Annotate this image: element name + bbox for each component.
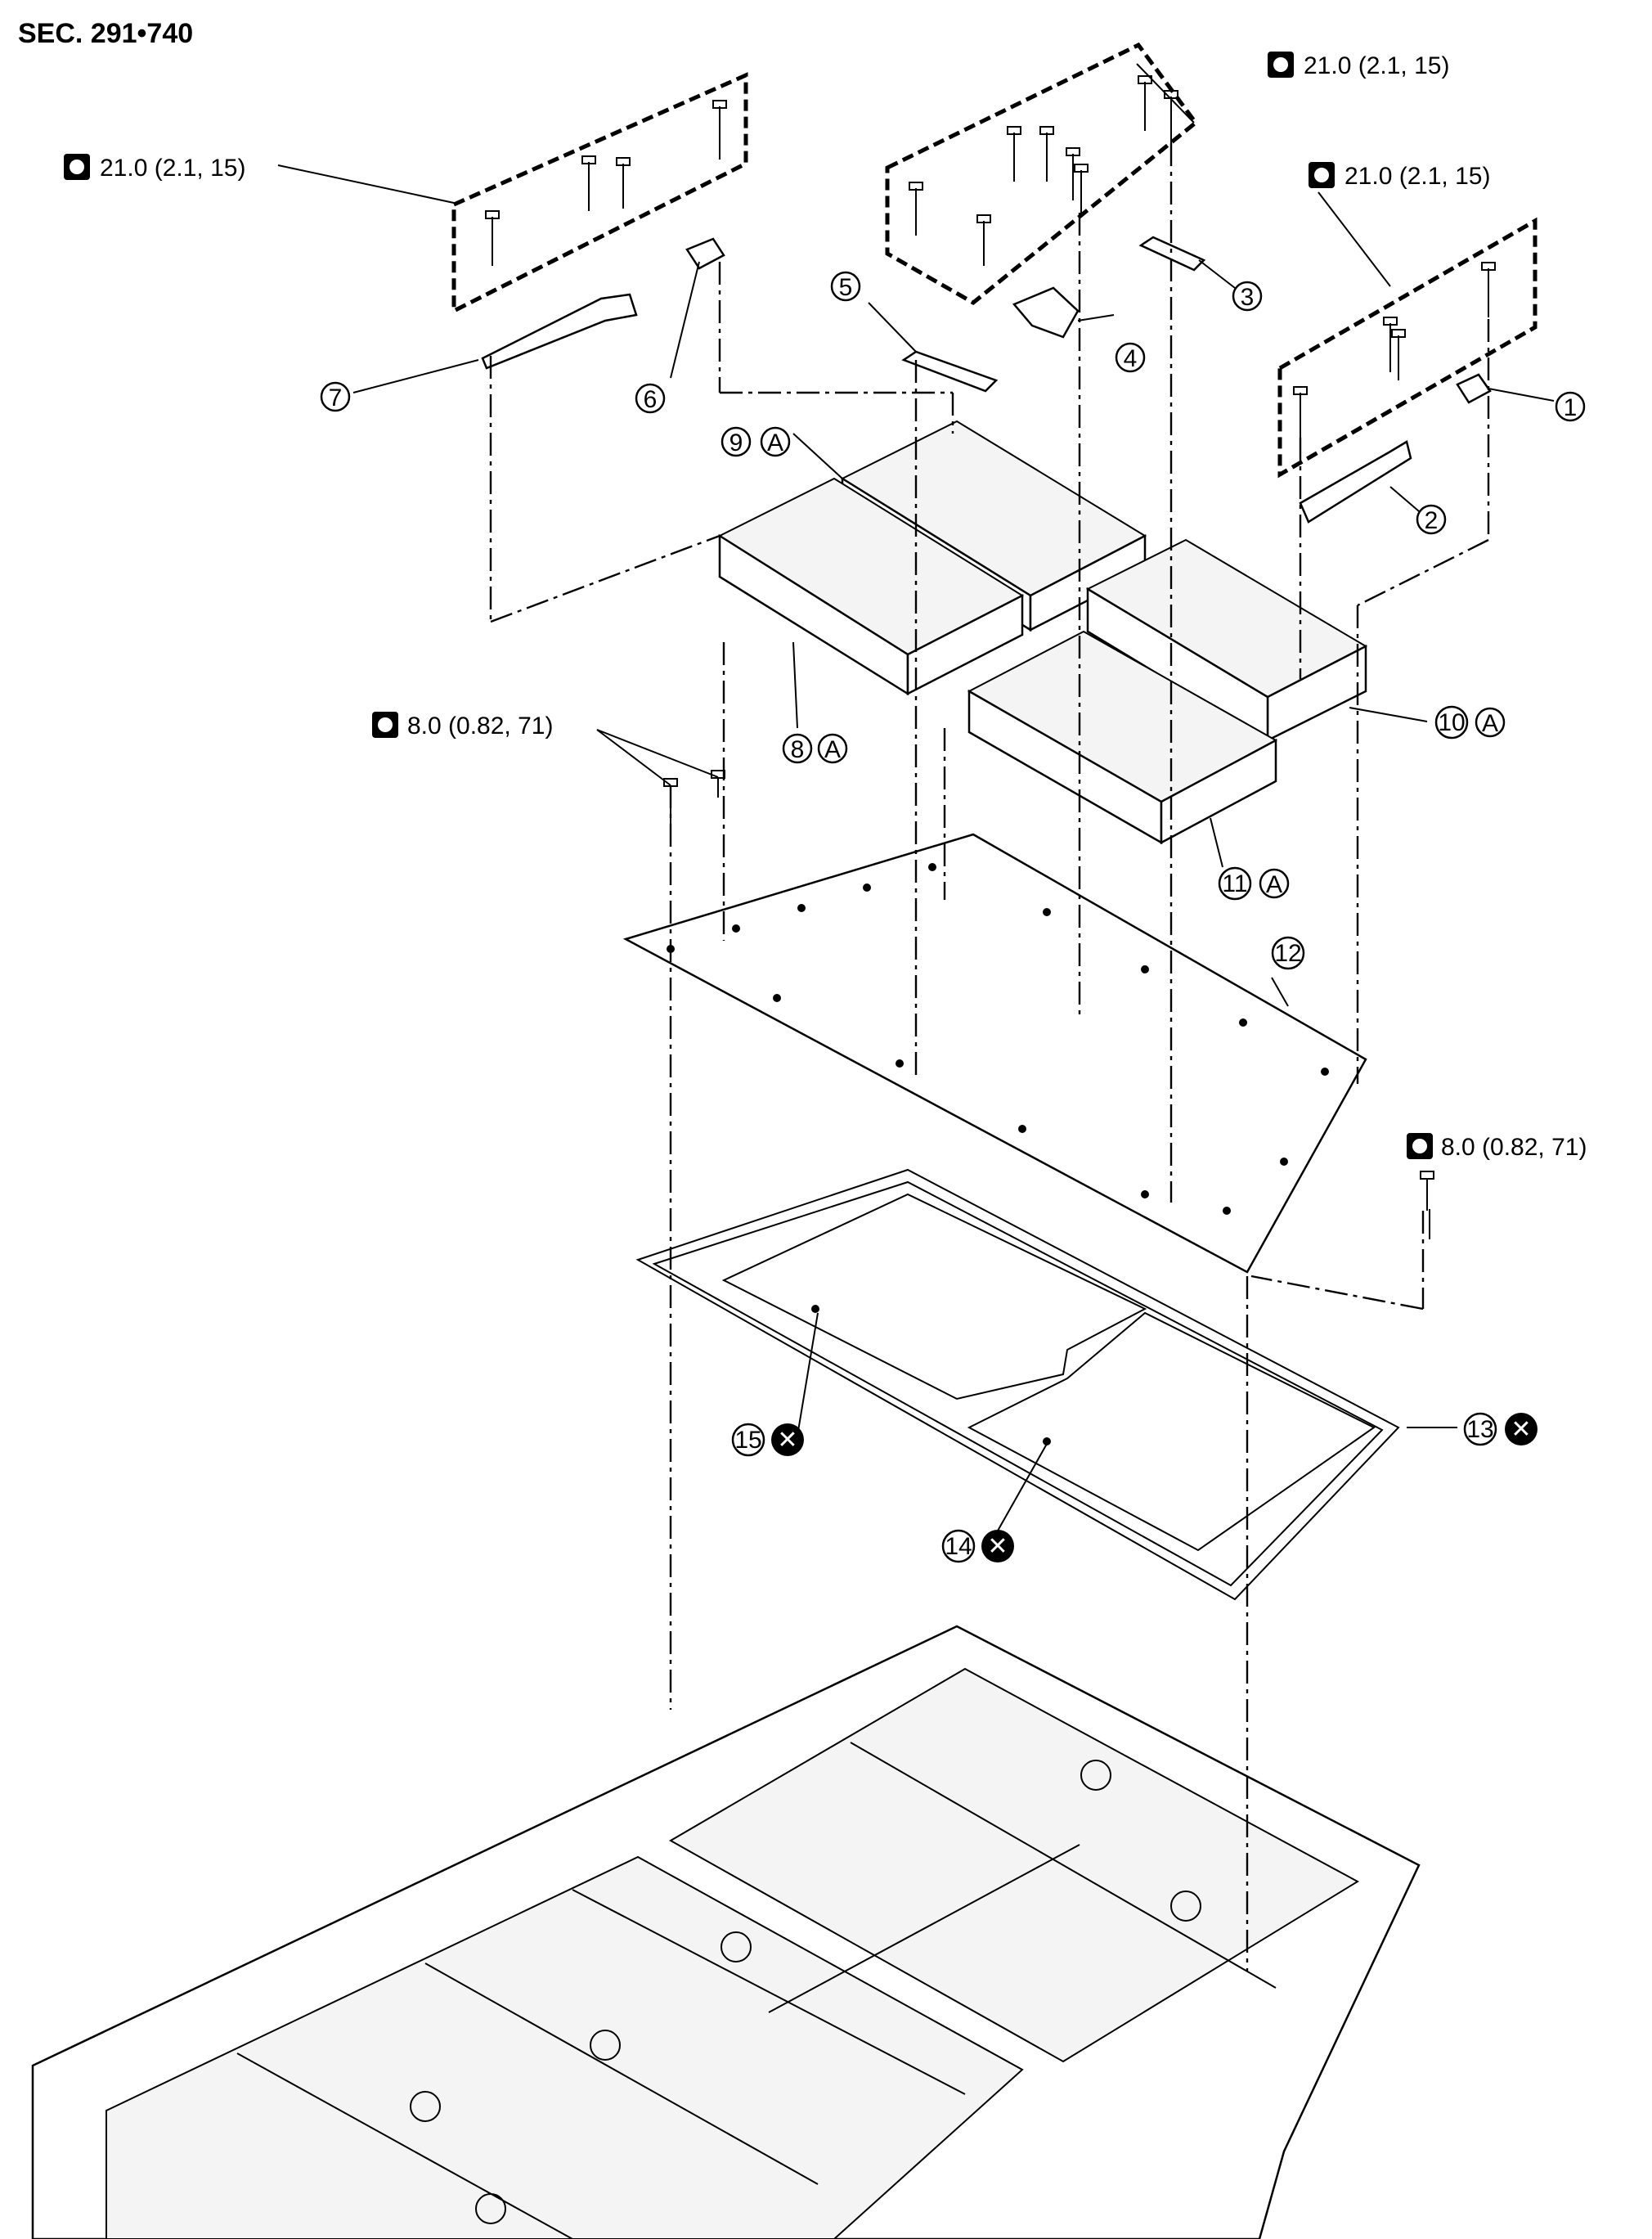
callout-8: 8 A	[782, 733, 848, 764]
svg-text:A: A	[767, 429, 783, 456]
connector-1	[1456, 373, 1492, 404]
insulator-14	[967, 1311, 1376, 1552]
leader-lines	[277, 63, 1555, 1539]
svg-text:11: 11	[1222, 870, 1247, 897]
torque-spec-8nm-left: 8.0 (0.82, 71)	[372, 712, 553, 740]
callout-12: 12	[1271, 936, 1305, 970]
callout-4: 4	[1115, 342, 1146, 373]
svg-text:A: A	[1266, 871, 1282, 898]
bolt-group-left	[451, 72, 748, 315]
svg-text:10: 10	[1438, 709, 1465, 736]
alignment-lines	[489, 143, 1490, 1971]
svg-text:5: 5	[839, 274, 853, 301]
svg-text:8: 8	[791, 736, 805, 763]
cover-plate-12	[622, 833, 1367, 1274]
callout-1: 1	[1555, 391, 1586, 422]
svg-text:7: 7	[329, 384, 343, 411]
callout-2: 2	[1416, 504, 1447, 535]
bracket-3	[1138, 236, 1206, 272]
torque-value: 8.0 (0.82, 71)	[1441, 1134, 1587, 1161]
connector-6	[685, 237, 725, 270]
svg-text:13: 13	[1466, 1416, 1493, 1443]
callout-14: 14 ✕	[941, 1529, 1014, 1563]
bolts-8nm-left	[663, 770, 725, 826]
torque-spec-left: 21.0 (2.1, 15)	[64, 154, 245, 182]
bolts-8nm-right	[1420, 1171, 1434, 1239]
section-label: SEC. 291•740	[18, 18, 193, 49]
torque-spec-right: 21.0 (2.1, 15)	[1309, 162, 1490, 190]
seal-13	[635, 1168, 1400, 1601]
bolt-group-right	[1277, 217, 1538, 479]
svg-text:14: 14	[945, 1533, 972, 1560]
callout-3: 3	[1232, 281, 1263, 312]
svg-text:A: A	[824, 736, 841, 763]
svg-text:4: 4	[1124, 345, 1138, 372]
bolt-group-center	[885, 42, 1199, 306]
do-not-reuse-icon	[981, 1530, 1014, 1562]
bracket-7	[481, 293, 638, 370]
svg-text:A: A	[1482, 710, 1498, 737]
do-not-reuse-icon	[771, 1423, 804, 1456]
svg-text:✕: ✕	[1511, 1416, 1531, 1443]
torque-value: 21.0 (2.1, 15)	[1304, 52, 1449, 79]
bracket-4	[1012, 286, 1080, 339]
svg-text:9: 9	[729, 429, 743, 456]
svg-text:6: 6	[644, 386, 658, 413]
svg-text:2: 2	[1425, 507, 1439, 534]
bracket-2	[1299, 440, 1412, 524]
torque-value: 21.0 (2.1, 15)	[100, 155, 245, 182]
svg-text:15: 15	[734, 1427, 761, 1454]
battery-module-8	[717, 477, 1025, 696]
svg-text:✕: ✕	[987, 1533, 1008, 1560]
svg-text:✕: ✕	[777, 1427, 797, 1454]
battery-module-11	[967, 630, 1278, 845]
callout-5: 5	[830, 271, 861, 302]
battery-lower-case	[31, 1625, 1421, 2239]
bracket-5	[901, 350, 999, 393]
svg-text:12: 12	[1274, 940, 1301, 967]
torque-spec-center: 21.0 (2.1, 15)	[1268, 52, 1449, 79]
callout-11: 11 A	[1218, 866, 1290, 901]
torque-spec-8nm-right: 8.0 (0.82, 71)	[1407, 1133, 1587, 1161]
callout-15: 15 ✕	[731, 1423, 804, 1457]
svg-text:3: 3	[1241, 284, 1255, 311]
callout-6: 6	[635, 383, 666, 414]
callout-9: 9 A	[721, 426, 791, 457]
torque-value: 21.0 (2.1, 15)	[1344, 163, 1490, 190]
callout-7: 7	[320, 381, 351, 412]
torque-value: 8.0 (0.82, 71)	[407, 713, 553, 740]
callout-10: 10 A	[1434, 705, 1506, 740]
callout-13: 13 ✕	[1463, 1412, 1538, 1446]
do-not-reuse-icon	[1505, 1413, 1538, 1445]
battery-module-10	[1085, 538, 1368, 743]
insulator-15	[721, 1193, 1147, 1400]
svg-text:1: 1	[1564, 394, 1578, 421]
